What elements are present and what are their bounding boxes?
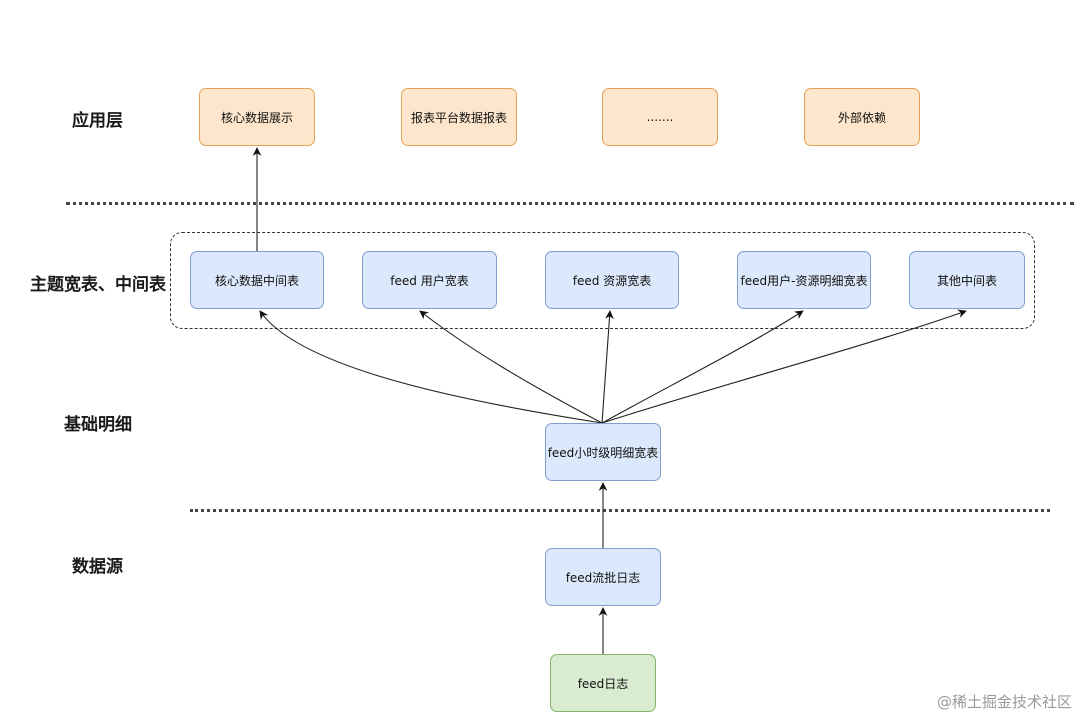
node-other-middle-table: 其他中间表 (909, 251, 1025, 309)
node-feed-hourly-detail: feed小时级明细宽表 (545, 423, 661, 481)
node-feed-user-resource-wide: feed用户-资源明细宽表 (737, 251, 871, 309)
node-feed-log: feed日志 (550, 654, 656, 712)
layer-label-application: 应用层 (72, 111, 123, 131)
edge-hourly-to-feed-resource (601, 310, 614, 424)
node-feed-resource-wide: feed 资源宽表 (545, 251, 679, 309)
node-feed-user-wide: feed 用户宽表 (362, 251, 497, 309)
wide-tables-group (170, 232, 1035, 329)
node-external-dependency: 外部依赖 (804, 88, 920, 146)
layer-label-base-detail: 基础明细 (64, 415, 132, 435)
node-core-middle-table: 核心数据中间表 (190, 251, 324, 309)
divider-source (190, 509, 1050, 512)
watermark: @稀土掘金技术社区 (936, 693, 1072, 711)
edge-hourly-to-core-middle (259, 310, 603, 424)
node-core-data-display: 核心数据展示 (199, 88, 315, 146)
edge-hourly-to-feed-user (419, 310, 603, 424)
divider-application (66, 202, 1074, 205)
node-ellipsis: ....... (602, 88, 718, 146)
edge-hourly-to-user-resource (601, 310, 804, 424)
node-report-platform: 报表平台数据报表 (401, 88, 517, 146)
layer-label-theme-wide: 主题宽表、中间表 (30, 275, 166, 295)
layer-label-data-source: 数据源 (72, 557, 123, 577)
node-feed-stream-batch-log: feed流批日志 (545, 548, 661, 606)
edge-hourly-to-other-middle (601, 309, 967, 424)
